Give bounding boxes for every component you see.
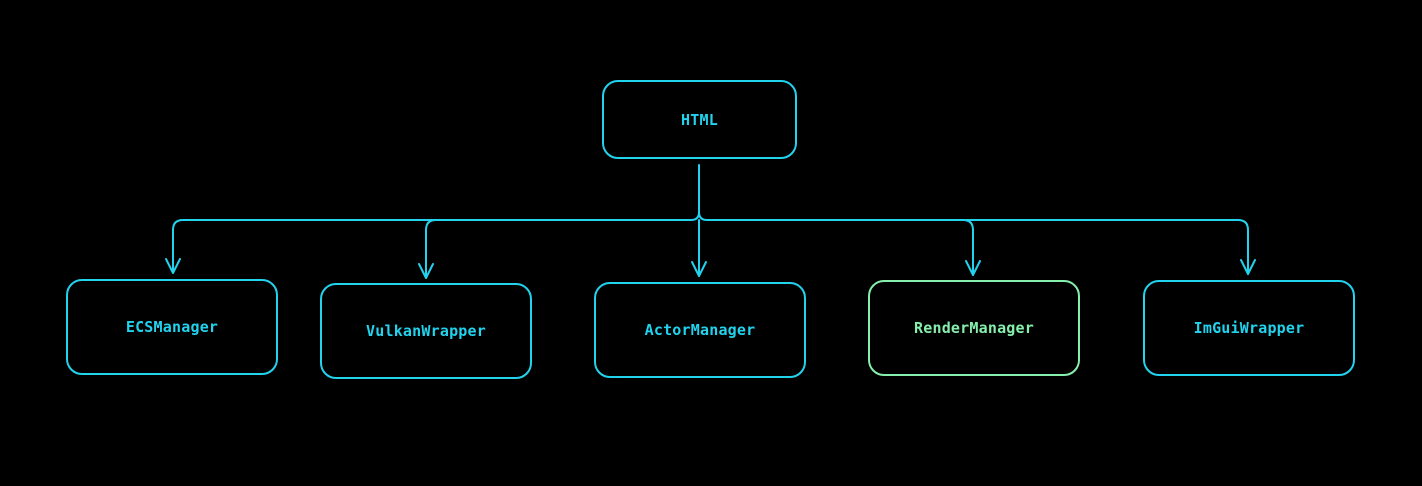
node-label: ActorManager [644,321,756,339]
arrowhead-ecs [165,258,181,274]
node-root[interactable]: HTML [602,80,797,159]
branch-line-vulkan [425,219,437,279]
node-vulkanwrapper[interactable]: VulkanWrapper [320,283,532,379]
arrowhead-render [965,260,981,276]
node-rendermanager[interactable]: RenderManager [868,280,1080,376]
node-label: ImGuiWrapper [1193,319,1305,337]
node-actormanager[interactable]: ActorManager [594,282,806,378]
node-label: VulkanWrapper [366,322,486,340]
arrowhead-vulkan [418,263,434,279]
bus-line-left [172,219,692,273]
node-label: RenderManager [914,319,1034,337]
arrowhead-imgui [1240,259,1256,275]
node-ecsmanager[interactable]: ECSManager [66,279,278,375]
arrowhead-actor [691,261,707,277]
node-label: ECSManager [125,318,219,336]
bus-line-right [706,219,1249,275]
trunk-line [698,164,708,221]
trunk-line-left [690,211,700,221]
node-label: HTML [681,110,718,129]
branch-line-render [962,219,974,276]
node-imguiwrapper[interactable]: ImGuiWrapper [1143,280,1355,376]
